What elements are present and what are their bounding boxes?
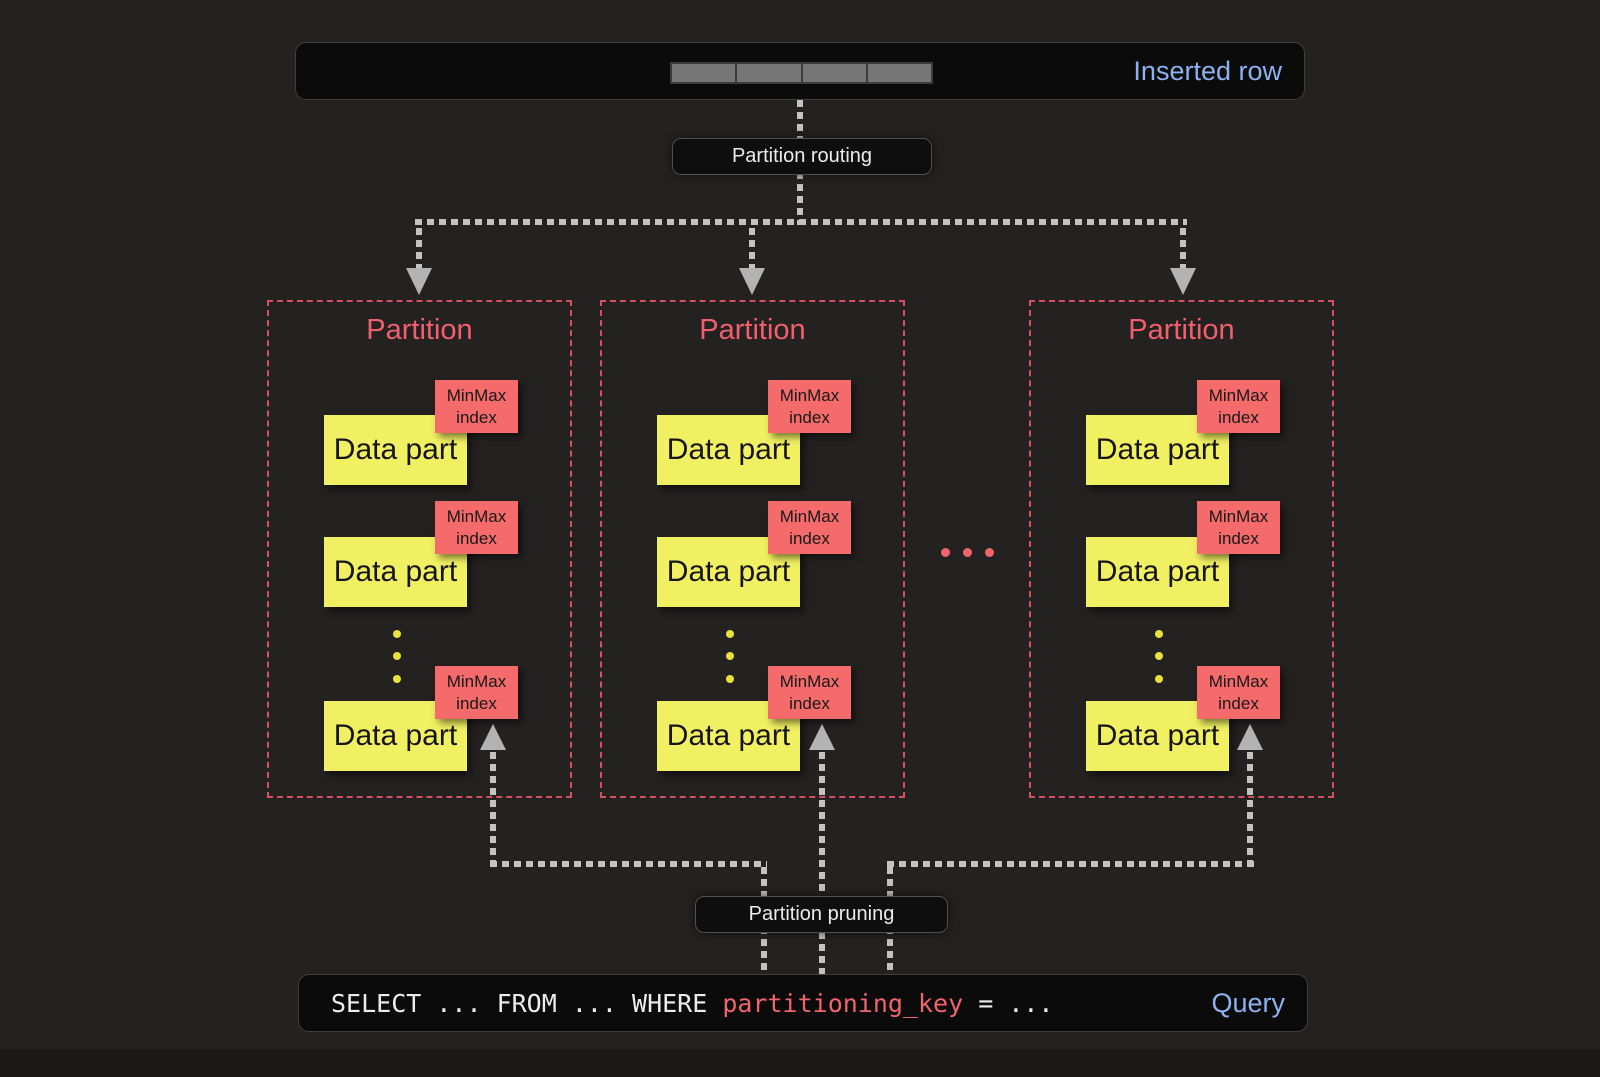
sql-query-text: SELECT ... FROM ... WHERE partitioning_k… bbox=[331, 975, 1053, 1033]
inserted-row-label: Inserted row bbox=[1133, 56, 1282, 86]
partition-title: Partition bbox=[1128, 314, 1235, 346]
inserted-row-bar: Inserted row bbox=[295, 42, 1305, 100]
minmax-index-tag: MinMax index bbox=[1197, 666, 1280, 719]
branch-drop-line bbox=[416, 228, 422, 268]
arrow-down-icon bbox=[1170, 268, 1196, 295]
data-part-block: Data part bbox=[1086, 415, 1229, 485]
sql-partitioning-key: partitioning_key bbox=[722, 989, 964, 1018]
arrow-down-icon bbox=[739, 268, 765, 295]
more-parts-dot bbox=[393, 652, 401, 660]
more-parts-dot bbox=[726, 675, 734, 683]
sql-suffix: = ... bbox=[963, 989, 1054, 1018]
more-parts-dot bbox=[393, 630, 401, 638]
partition-routing-label: Partition routing bbox=[672, 138, 932, 175]
more-parts-dot bbox=[1155, 652, 1163, 660]
partition-pruning-label: Partition pruning bbox=[695, 896, 948, 933]
pruning-line-p1 bbox=[490, 861, 767, 867]
more-partitions-dot bbox=[963, 548, 972, 557]
more-parts-dot bbox=[1155, 675, 1163, 683]
minmax-index-tag: MinMax index bbox=[435, 666, 518, 719]
branch-drop-line bbox=[1180, 228, 1186, 268]
more-parts-dot bbox=[1155, 630, 1163, 638]
pruning-line-p3 bbox=[1247, 752, 1253, 861]
pruning-line-p1 bbox=[490, 752, 496, 861]
more-parts-dot bbox=[726, 652, 734, 660]
row-segment bbox=[800, 62, 868, 84]
partition-title: Partition bbox=[699, 314, 806, 346]
more-parts-dot bbox=[393, 675, 401, 683]
partition-title: Partition bbox=[366, 314, 473, 346]
more-partitions-dot bbox=[941, 548, 950, 557]
minmax-index-tag: MinMax index bbox=[768, 501, 851, 554]
query-bar: SELECT ... FROM ... WHERE partitioning_k… bbox=[298, 974, 1308, 1032]
row-segments bbox=[670, 62, 933, 84]
minmax-index-tag: MinMax index bbox=[768, 666, 851, 719]
row-segment bbox=[670, 62, 738, 84]
query-label: Query bbox=[1211, 988, 1285, 1018]
data-part-block: Data part bbox=[324, 701, 467, 771]
partition-box-3: Partition MinMax index Data part MinMax … bbox=[1029, 300, 1334, 798]
branch-line bbox=[415, 219, 1187, 225]
arrow-up-icon bbox=[1237, 724, 1263, 750]
minmax-index-tag: MinMax index bbox=[768, 380, 851, 433]
minmax-index-tag: MinMax index bbox=[1197, 501, 1280, 554]
minmax-index-tag: MinMax index bbox=[1197, 380, 1280, 433]
sql-prefix: SELECT ... FROM ... WHERE bbox=[331, 989, 723, 1018]
minmax-index-tag: MinMax index bbox=[435, 501, 518, 554]
more-partitions-dot bbox=[985, 548, 994, 557]
arrow-up-icon bbox=[480, 724, 506, 750]
more-parts-dot bbox=[726, 630, 734, 638]
row-segment bbox=[735, 62, 803, 84]
arrow-down-icon bbox=[406, 268, 432, 295]
minmax-index-tag: MinMax index bbox=[435, 380, 518, 433]
partition-box-2: Partition MinMax index Data part MinMax … bbox=[600, 300, 905, 798]
branch-drop-line bbox=[749, 228, 755, 268]
arrow-up-icon bbox=[809, 724, 835, 750]
pruning-line-p3 bbox=[887, 861, 1256, 867]
partition-box-1: Partition MinMax index Data part MinMax … bbox=[267, 300, 572, 798]
bottom-band bbox=[0, 1049, 1600, 1077]
row-segment bbox=[865, 62, 933, 84]
pruning-line-p2 bbox=[819, 752, 825, 974]
